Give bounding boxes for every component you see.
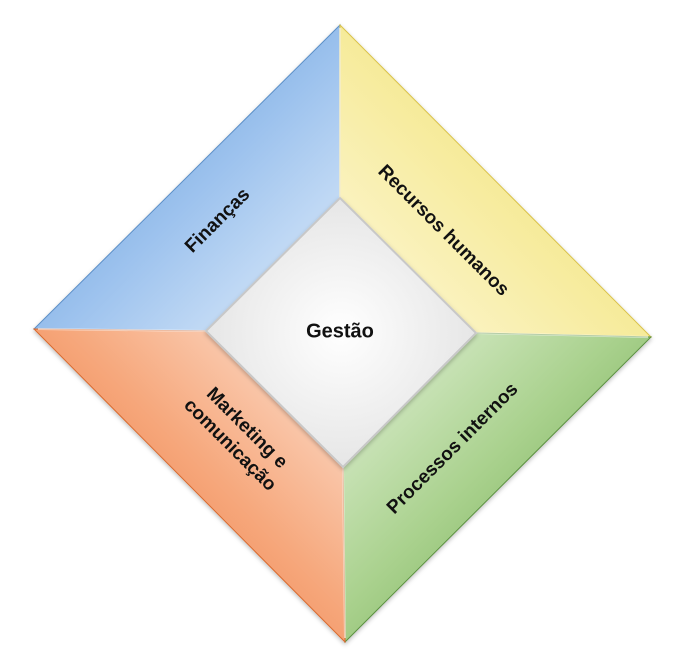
center-square [204,196,478,469]
center-label: Gestão [306,320,374,342]
